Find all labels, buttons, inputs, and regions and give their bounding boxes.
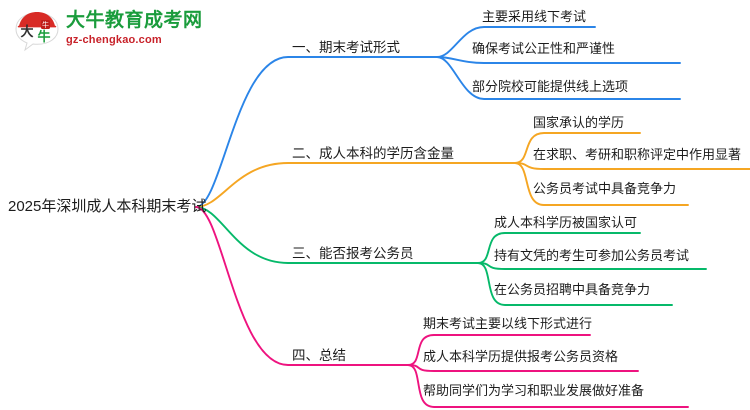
logo-title: 大牛教育成考网 — [66, 10, 203, 31]
mindmap-root-label[interactable]: 2025年深圳成人本科期末考试 — [8, 198, 207, 215]
leaf-label-1-3[interactable]: 部分院校可能提供线上选项 — [472, 79, 629, 94]
leaf-label-3-2[interactable]: 持有文凭的考生可参加公务员考试 — [494, 248, 690, 263]
leaf-label-3-1[interactable]: 成人本科学历被国家认可 — [494, 215, 638, 230]
branch-label-3[interactable]: 三、能否报考公务员 — [292, 246, 414, 261]
leaf-label-2-3[interactable]: 公务员考试中具备竞争力 — [533, 181, 677, 196]
logo-subtitle: gz-chengkao.com — [66, 34, 162, 46]
leaf-label-2-2[interactable]: 在求职、考研和职称评定中作用显著 — [533, 147, 742, 162]
branch-label-2[interactable]: 二、成人本科的学历含金量 — [292, 146, 454, 161]
branch-label-1[interactable]: 一、期末考试形式 — [292, 40, 400, 55]
leaf-label-2-1[interactable]: 国家承认的学历 — [533, 115, 625, 130]
leaf-label-4-2[interactable]: 成人本科学历提供报考公务员资格 — [423, 349, 619, 364]
svg-text:牛: 牛 — [37, 29, 50, 44]
svg-text:牛: 牛 — [42, 20, 49, 29]
leaf-label-4-1[interactable]: 期末考试主要以线下形式进行 — [423, 316, 593, 331]
leaf-label-1-2[interactable]: 确保考试公正性和严谨性 — [472, 41, 616, 56]
branch-label-4[interactable]: 四、总结 — [292, 348, 346, 363]
logo-text-block: 大牛教育成考网 gz-chengkao.com — [66, 10, 203, 47]
leaf-label-4-3[interactable]: 帮助同学们为学习和职业发展做好准备 — [423, 383, 645, 398]
leaf-label-3-3[interactable]: 在公务员招聘中具备竞争力 — [494, 282, 651, 297]
logo-mark-icon: 牛 大 牛 — [15, 12, 59, 52]
leaf-label-1-1[interactable]: 主要采用线下考试 — [482, 9, 587, 24]
svg-text:大: 大 — [20, 24, 33, 39]
site-logo[interactable]: 牛 大 牛 大牛教育成考网 gz-chengkao.com — [14, 8, 202, 54]
